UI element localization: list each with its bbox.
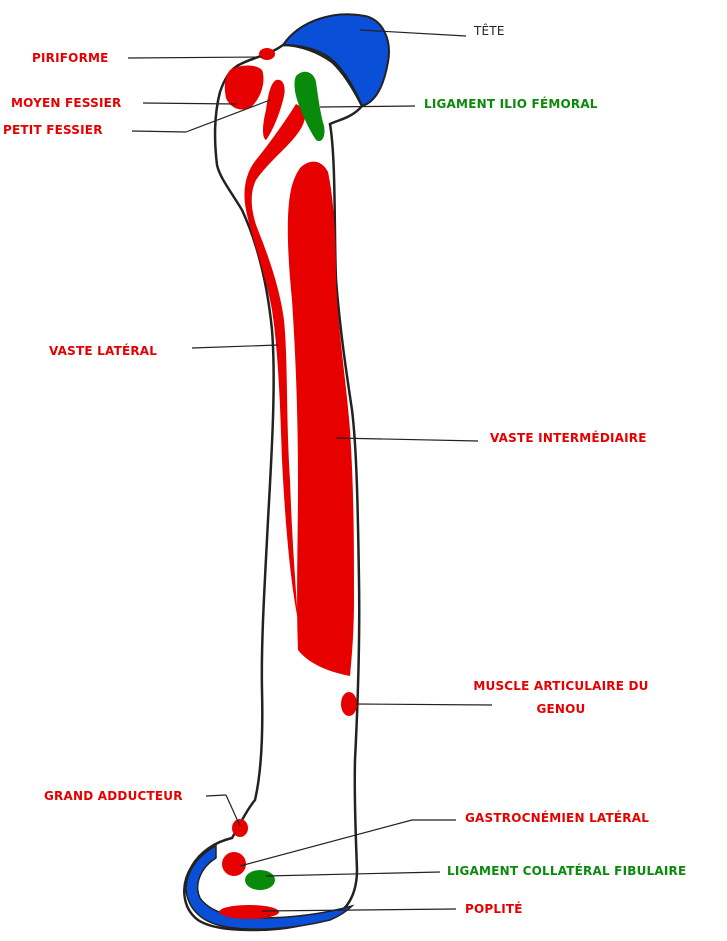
label-petit-fessier: PETIT FESSIER [3, 123, 103, 138]
label-vaste-intermediaire: VASTE INTERMÉDIAIRE [490, 431, 647, 446]
label-ligament-ilio-femoral: LIGAMENT ILIO FÉMORAL [424, 97, 598, 112]
label-muscle-articulaire-line2: GENOU [455, 702, 667, 717]
label-piriforme: PIRIFORME [32, 51, 109, 66]
label-tete: TÊTE [474, 24, 505, 39]
gastrocnemien-area [222, 852, 246, 876]
vaste-intermediaire-area [288, 162, 354, 676]
poplite-area [219, 905, 279, 919]
label-gastrocnemien-lateral: GASTROCNÉMIEN LATÉRAL [465, 811, 649, 826]
label-moyen-fessier: MOYEN FESSIER [11, 96, 121, 111]
label-muscle-articulaire-line1: MUSCLE ARTICULAIRE DU [455, 679, 667, 694]
leader-vaste-lateral [192, 345, 278, 348]
label-poplite: POPLITÉ [465, 902, 523, 917]
leader-petit-fessier [132, 131, 186, 132]
label-vaste-lateral: VASTE LATÉRAL [49, 344, 157, 359]
leader-grand-adducteur [206, 795, 226, 796]
label-grand-adducteur: GRAND ADDUCTEUR [44, 789, 183, 804]
grand-adducteur-area [232, 819, 248, 837]
leader-vaste-intermediaire [336, 438, 478, 441]
muscle-articulaire-area [341, 692, 357, 716]
ligament-collateral-area [245, 870, 275, 890]
leader-piriforme [128, 57, 262, 58]
leader-grand-adducteur-b [226, 795, 240, 826]
piriforme-area [259, 48, 275, 60]
label-ligament-collateral-fibulaire: LIGAMENT COLLATÉRAL FIBULAIRE [447, 864, 686, 879]
